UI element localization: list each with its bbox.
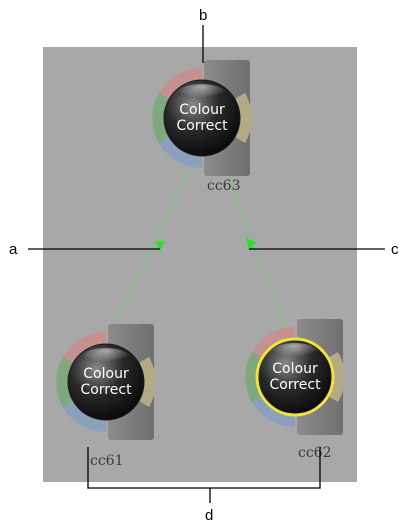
connection-cc62-to-cc63[interactable] <box>227 171 285 329</box>
ring-segment-blue <box>63 401 106 432</box>
node-name-cc62: cc62 <box>298 445 332 461</box>
ring-segment-yellow <box>139 357 156 407</box>
arrow-head-a <box>155 241 165 251</box>
node-title-line1: Colour <box>272 361 318 377</box>
node-title-line1: Colour <box>179 102 225 118</box>
callout-label-b: b <box>199 7 207 24</box>
ring-segment-red <box>252 327 295 358</box>
ring-segment-red <box>159 68 202 99</box>
knob-highlight <box>178 84 226 104</box>
connection-cc61-to-cc63[interactable] <box>111 171 189 333</box>
ring-segment-blue <box>159 137 202 168</box>
node-cc63[interactable]: Colour Correct <box>152 60 252 176</box>
node-title-line2: Correct <box>269 377 321 393</box>
arrow-head-c <box>246 238 256 251</box>
node-name-cc63: cc63 <box>207 178 241 194</box>
ring-segment-blue <box>252 396 295 427</box>
node-title-line1: Colour <box>83 366 129 382</box>
node-name-cc61: cc61 <box>90 453 124 469</box>
node-title-line2: Correct <box>176 118 228 134</box>
node-cc62[interactable]: Colour Correct <box>245 319 345 435</box>
callout-label-c: c <box>391 241 399 258</box>
callout-bracket-d <box>87 447 321 489</box>
node-title-line2: Correct <box>80 382 132 398</box>
node-cc61[interactable]: Colour Correct <box>56 324 156 440</box>
ring-segment-red <box>63 332 106 363</box>
ring-segment-green <box>56 357 73 407</box>
callout-label-a: a <box>9 241 18 258</box>
knob-highlight <box>271 343 319 363</box>
ring-segment-green <box>152 93 169 143</box>
callout-label-d: d <box>205 507 213 524</box>
knob-highlight <box>82 348 130 368</box>
ring-segment-yellow <box>235 93 252 143</box>
